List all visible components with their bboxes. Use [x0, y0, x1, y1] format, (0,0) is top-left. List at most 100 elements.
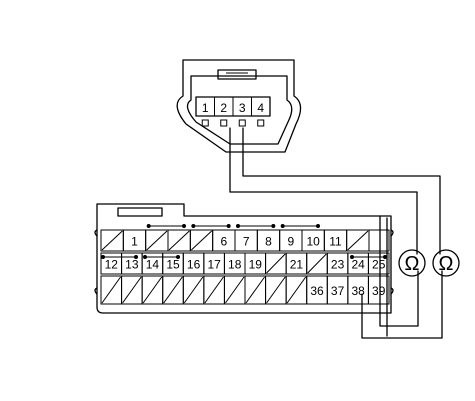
shorting-bar [101, 255, 138, 259]
ecu-cavity-r2: 21 [285, 252, 308, 275]
ecu-cavity-r1 [100, 229, 124, 252]
sensor-pin-label: 3 [239, 101, 246, 115]
ecu-cavity-r2 [265, 252, 287, 275]
pin-number: 8 [265, 235, 272, 249]
sensor-pin-3: 3 [232, 97, 246, 127]
ecu-cavity-r2 [306, 252, 328, 275]
ecu-cavity-r1 [189, 229, 214, 252]
ohm-symbol: Ω [405, 253, 420, 275]
sensor-pin-label: 4 [257, 101, 264, 115]
ecu-cavity-r3 [121, 275, 143, 305]
unused-cavity [190, 230, 213, 251]
ohmmeter-left: Ω [398, 249, 426, 277]
sensor-pin-1: 1 [201, 101, 209, 127]
unused-cavity [101, 276, 121, 304]
unused-cavity [225, 276, 245, 304]
pin-number: 14 [146, 258, 160, 272]
wire-pin3 [242, 127, 441, 255]
pin-number: 1 [131, 235, 138, 249]
ohmmeter-right: Ω [432, 249, 460, 277]
ecu-cavity-r3 [223, 275, 246, 305]
ecu-cavity-r3: 38 [347, 275, 369, 305]
pin-number: 6 [220, 235, 227, 249]
sensor-pin-label: 1 [202, 101, 209, 115]
pin-number: 24 [351, 258, 365, 272]
shorting-bar [350, 255, 387, 259]
ecu-cavity-r2: 19 [244, 252, 267, 275]
pin-number: 37 [331, 284, 345, 298]
unused-cavity [183, 276, 204, 304]
ecu-cavity-r2: 25 [367, 252, 390, 275]
pin-number: 11 [329, 235, 342, 249]
pin-number: 18 [228, 258, 242, 272]
ecu-cavity-r2: 18 [223, 252, 246, 275]
pin-number: 38 [351, 284, 365, 298]
unused-cavity [266, 253, 286, 274]
pin-number: 7 [243, 235, 250, 249]
pin-number: 15 [166, 258, 180, 272]
pin-number: 10 [306, 235, 320, 249]
shorting-bar [236, 224, 276, 228]
wire-probe-right [361, 270, 443, 339]
unused-cavity [146, 230, 168, 251]
ecu-cavity-r1 [167, 229, 191, 252]
harness-wires [229, 127, 443, 339]
ecu-cavity-r3 [162, 275, 184, 305]
unused-cavity [204, 276, 224, 304]
unused-cavity [168, 230, 190, 251]
shorting-bar [191, 224, 231, 228]
terminal-contact [238, 119, 246, 127]
pin-number: 16 [187, 258, 201, 272]
ecu-cavity-r1: 1 [122, 229, 147, 252]
sensor-pin-4: 4 [251, 97, 265, 127]
ecu-cavity-r1 [145, 229, 169, 252]
ecu-cavity-r2: 16 [182, 252, 205, 275]
ecu-cavity-r2: 13 [121, 252, 143, 275]
pin-number: 17 [207, 258, 221, 272]
ecu-cavity-r1: 7 [234, 229, 258, 252]
ecu-cavity-r2: 23 [326, 252, 349, 275]
pin-number: 36 [310, 284, 324, 298]
unused-cavity [122, 276, 142, 304]
pin-number: 21 [290, 258, 304, 272]
ecu-cavity-r3 [141, 275, 164, 305]
ecu-cavity-r1 [346, 229, 370, 252]
ecu-cavity-r1: 8 [256, 229, 281, 252]
ecu-cavity-r1: 11 [323, 229, 348, 252]
pin-number: 23 [331, 258, 345, 272]
pin-number: 25 [372, 258, 386, 272]
ecu-cavity-r3 [182, 275, 205, 305]
ohm-symbol: Ω [439, 253, 454, 275]
ecu-cavity-r3 [244, 275, 267, 305]
pin-number: 12 [105, 258, 119, 272]
ecu-cavity-r3 [203, 275, 225, 305]
unused-cavity [266, 276, 286, 304]
ecu-cavity-r1: 9 [279, 229, 303, 252]
shorting-bar [280, 224, 320, 228]
unused-cavity [101, 230, 123, 251]
ohm-meter-icon [432, 249, 460, 277]
ecu-cavity-r1: 6 [212, 229, 236, 252]
unused-cavity [245, 276, 265, 304]
wire-probe-left [379, 215, 419, 327]
sensor-pin-label: 2 [220, 101, 227, 115]
pin-number: 13 [125, 258, 139, 272]
shorting-bar [143, 255, 180, 259]
unused-cavity [142, 276, 163, 304]
ecu-cavity-r3 [285, 275, 308, 305]
terminal-contact [257, 119, 265, 127]
unused-cavity [307, 253, 327, 274]
unused-cavity [163, 276, 183, 304]
ecu-cavity-r2: 17 [203, 252, 225, 275]
ecu-cavity-r3: 39 [367, 275, 390, 305]
ohm-meter-icon [398, 249, 426, 277]
pin-number: 19 [249, 258, 263, 272]
ecu-cavity-r3: 36 [306, 275, 328, 305]
pin-number: 9 [287, 235, 294, 249]
ecu-cavity-r3 [265, 275, 287, 305]
